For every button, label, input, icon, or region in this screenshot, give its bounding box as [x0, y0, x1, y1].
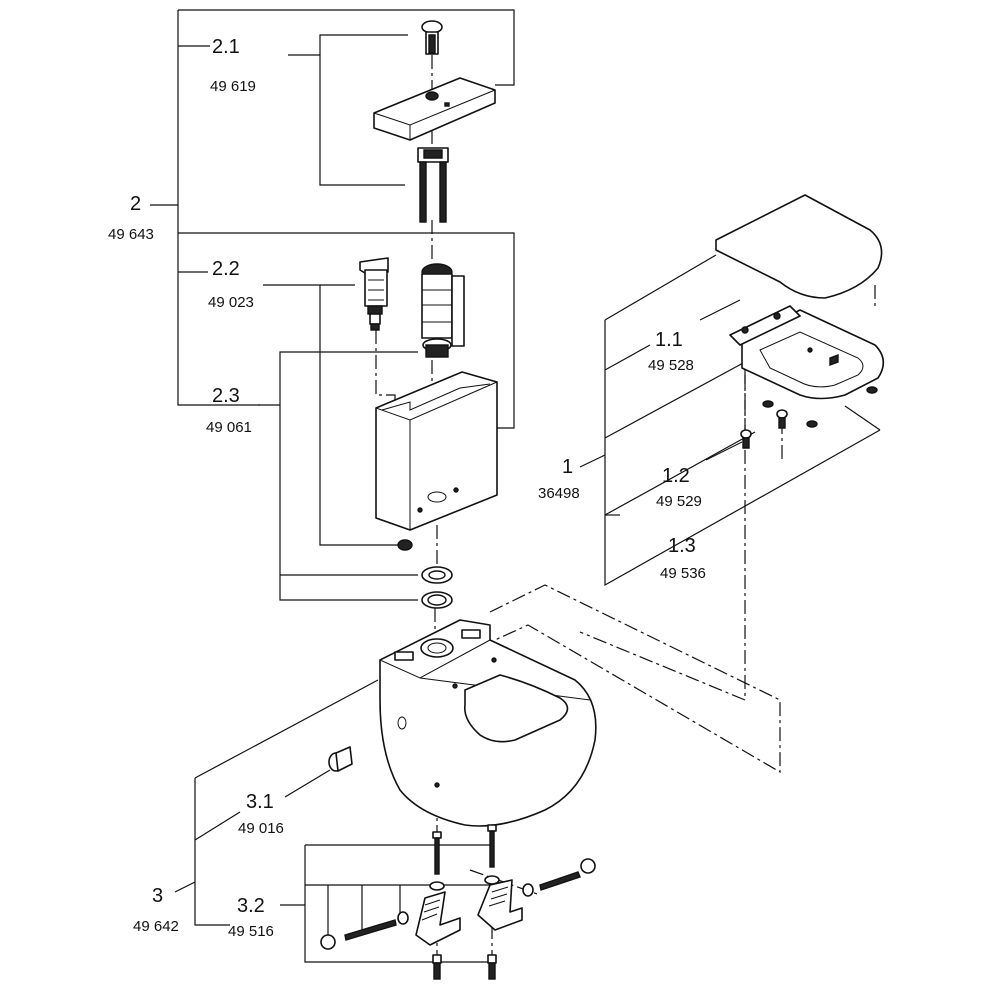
label-2-1: 2.1 49 619: [210, 36, 256, 95]
label-2-2-code: 49 023: [208, 294, 254, 311]
label-1-code: 36498: [538, 485, 580, 502]
label-1-number: 1: [562, 456, 573, 478]
label-3-1: 3.1 49 016: [238, 791, 284, 837]
label-1-3: 1.3 49 536: [660, 535, 706, 582]
label-3-1-code: 49 016: [238, 820, 284, 837]
label-2-3: 2.3 49 061: [206, 385, 252, 436]
label-1-3-code: 49 536: [660, 565, 706, 582]
label-2-1-number: 2.1: [212, 36, 240, 58]
hinge-fixings: [705, 409, 788, 461]
fixing-brackets: [415, 879, 523, 946]
cistern-lid: [373, 77, 496, 141]
label-3-2: 3.2 49 516: [228, 895, 274, 940]
label-1: 1 36498: [538, 456, 580, 502]
label-1-1-number: 1.1: [655, 329, 683, 351]
label-2: 2 49 643: [108, 193, 154, 243]
side-cap: [328, 746, 353, 772]
fill-valve: [359, 257, 389, 331]
label-2-3-code: 49 061: [206, 419, 252, 436]
label-3-number: 3: [152, 885, 163, 907]
tank-bolt: [397, 539, 413, 551]
bolts-and-caps: [320, 858, 596, 950]
seal-ring-upper: [421, 566, 453, 584]
button-rods: [417, 147, 449, 223]
label-3-code: 49 642: [133, 918, 179, 935]
label-3-2-number: 3.2: [237, 895, 265, 917]
label-2-2: 2.2 49 023: [208, 258, 254, 311]
label-1-2-number: 1.2: [662, 465, 690, 487]
seal-ring-lower: [421, 591, 453, 609]
label-2-2-number: 2.2: [212, 258, 240, 280]
label-1-1-code: 49 528: [648, 357, 694, 374]
label-1-2-code: 49 529: [656, 493, 702, 510]
label-1-3-number: 1.3: [668, 535, 696, 557]
label-3-2-code: 49 516: [228, 923, 274, 940]
label-2-number: 2: [130, 193, 141, 215]
toilet-bowl: [379, 619, 597, 827]
label-2-code: 49 643: [108, 226, 154, 243]
toilet-seat: [729, 305, 885, 428]
flush-valve: [421, 263, 465, 358]
label-2-1-code: 49 619: [210, 78, 256, 95]
fixing-screws: [429, 824, 500, 980]
toilet-lid: [715, 194, 883, 299]
label-1-2: 1.2 49 529: [656, 465, 702, 510]
cistern-tank: [375, 371, 498, 531]
label-1-1: 1.1 49 528: [648, 329, 694, 374]
label-3-1-number: 3.1: [246, 791, 274, 813]
flush-button: [421, 20, 443, 55]
leader-lines: [150, 9, 881, 963]
label-3: 3 49 642: [133, 885, 179, 935]
label-2-3-number: 2.3: [212, 385, 240, 407]
